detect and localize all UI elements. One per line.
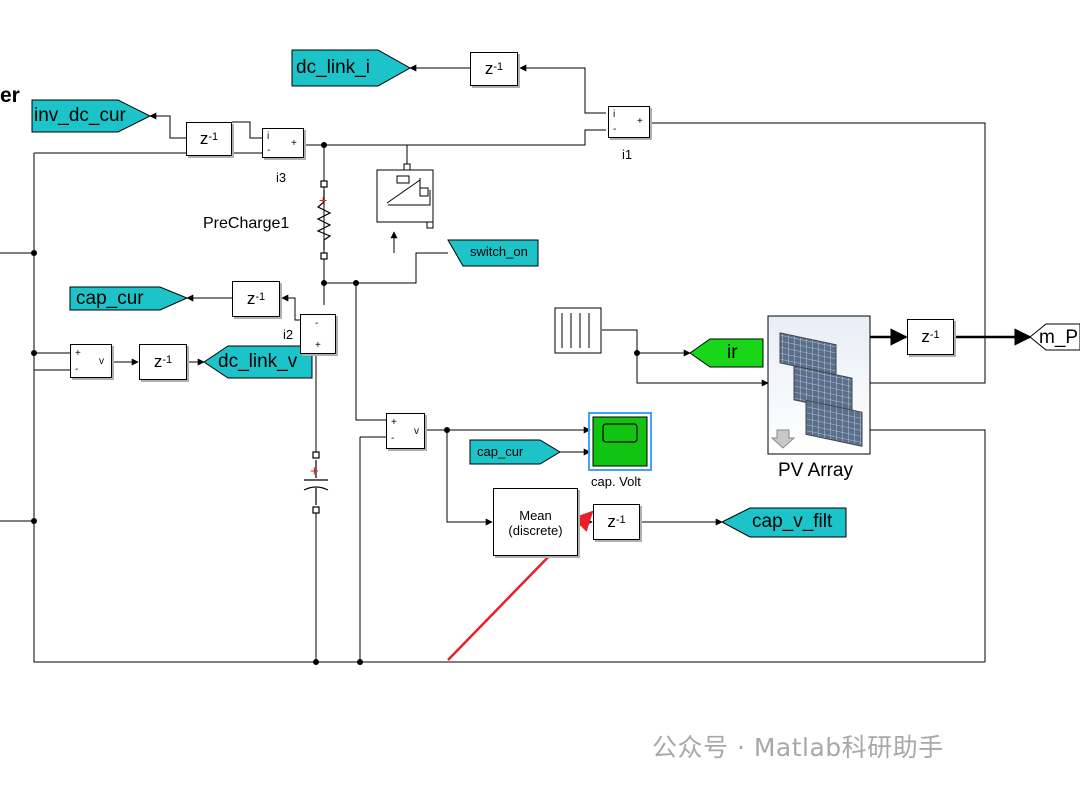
port-plus: +: [315, 340, 321, 351]
from-tag-switch-on[interactable]: switch_on: [470, 244, 528, 259]
mean-label-line2: (discrete): [508, 523, 563, 538]
z-exp: -1: [493, 61, 504, 73]
capacitor[interactable]: [303, 451, 329, 514]
unit-delay-cap-cur[interactable]: z-1: [232, 281, 280, 317]
label-i1: i1: [622, 147, 633, 162]
z-exp: -1: [162, 354, 173, 366]
goto-tag-inv-dc-cur[interactable]: inv_dc_cur: [34, 105, 126, 126]
goto-tag-m-p[interactable]: m_P: [1039, 327, 1079, 348]
unit-delay-inv-dc-cur[interactable]: z-1: [186, 122, 232, 156]
resistor-polarity-plus: +: [319, 192, 327, 208]
unit-delay-cap-v-filt[interactable]: z-1: [593, 504, 640, 540]
current-measurement-i1[interactable]: i - +: [608, 106, 650, 138]
current-measurement-i3[interactable]: i - +: [262, 128, 304, 158]
goto-tag-dc-link-i[interactable]: dc_link_i: [296, 57, 370, 78]
goto-tag-ir[interactable]: ir: [727, 342, 738, 363]
port-plus: +: [637, 116, 643, 127]
port-minus: -: [315, 318, 319, 329]
goto-tag-dc-link-v[interactable]: dc_link_v: [218, 351, 298, 372]
breaker-switch-block[interactable]: [376, 163, 434, 229]
voltage-measurement-2[interactable]: + - v: [386, 413, 425, 449]
goto-tag-shapes: [31, 49, 1080, 538]
label-i2: i2: [283, 327, 294, 342]
port-plus: +: [391, 417, 397, 428]
signal-lines: [0, 64, 1032, 663]
z-exp: -1: [255, 291, 266, 303]
label-pv-array: PV Array: [778, 460, 853, 481]
unit-delay-dc-link-i[interactable]: z-1: [470, 52, 518, 86]
port-plus: +: [75, 348, 81, 359]
z-exp: -1: [615, 514, 626, 526]
voltage-measurement-1[interactable]: + - v: [70, 344, 112, 378]
label-i3: i3: [276, 170, 287, 185]
port-minus: -: [613, 124, 617, 135]
goto-tag-cap-v-filt[interactable]: cap_v_filt: [752, 511, 833, 532]
port-minus: -: [267, 145, 271, 156]
precharge-resistor[interactable]: [316, 180, 332, 260]
watermark-text: 公众号 · Matlab科研助手: [652, 733, 944, 762]
scope-block[interactable]: [588, 412, 652, 471]
port-i: i: [267, 131, 270, 142]
z-text: z: [199, 129, 209, 148]
unit-delay-dc-link-v[interactable]: z-1: [139, 344, 187, 380]
unit-delay-m-p[interactable]: z-1: [907, 319, 954, 355]
pv-array-block[interactable]: [767, 315, 871, 455]
partial-title-text: er: [0, 84, 20, 107]
label-scope: cap. Volt: [591, 474, 641, 489]
port-minus: -: [75, 364, 79, 375]
z-text: z: [607, 512, 616, 531]
goto-tag-cap-cur[interactable]: cap_cur: [76, 288, 144, 309]
z-text: z: [153, 352, 163, 371]
clock-source-block[interactable]: [554, 307, 602, 354]
z-text: z: [921, 327, 930, 346]
port-v: v: [414, 426, 419, 437]
z-exp: -1: [208, 131, 219, 143]
port-plus: +: [291, 138, 297, 149]
mean-label-line1: Mean: [519, 508, 552, 523]
port-v: v: [99, 356, 104, 367]
capacitor-polarity-plus: +: [310, 463, 319, 480]
z-text: z: [484, 59, 494, 78]
z-exp: -1: [929, 329, 940, 341]
label-precharge: PreCharge1: [203, 215, 290, 232]
z-text: z: [246, 289, 256, 308]
junction-dots: [31, 142, 640, 665]
current-measurement-i2[interactable]: - +: [300, 314, 336, 354]
from-tag-cap-cur[interactable]: cap_cur: [477, 444, 524, 459]
mean-discrete-block[interactable]: Mean (discrete): [493, 488, 578, 556]
port-minus: -: [391, 433, 395, 444]
port-i: i: [613, 109, 616, 120]
